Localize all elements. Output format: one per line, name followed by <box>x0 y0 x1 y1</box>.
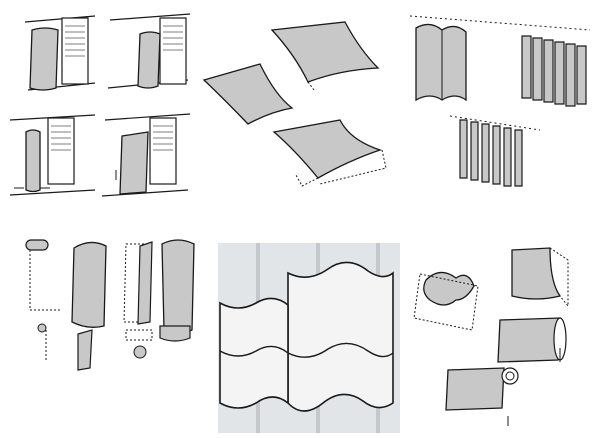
panel-facade-sheets <box>0 0 200 215</box>
rolled-elements-drawing <box>25 239 195 371</box>
pleated-curtain <box>521 35 587 107</box>
sheet <box>161 239 195 334</box>
window-blind <box>149 117 177 185</box>
wave-panel <box>219 297 289 409</box>
curved-sheet <box>511 247 562 300</box>
sheet <box>71 241 107 328</box>
panel-folding-sequence <box>400 230 600 438</box>
panel-rolled-elements <box>0 230 200 438</box>
rolled-sheet <box>25 129 41 193</box>
rolled-sheet <box>119 131 149 195</box>
roll <box>25 239 49 251</box>
sheet <box>137 241 153 325</box>
curtain <box>415 23 467 102</box>
tilted-sheets-drawing <box>202 21 387 187</box>
hanging-sheet <box>29 27 59 91</box>
rolled-panel <box>445 367 505 411</box>
facade-sheets-drawing <box>9 13 191 197</box>
panel-folded-curtains <box>400 0 600 215</box>
tilted-sheet <box>202 63 294 125</box>
sheet <box>77 329 93 371</box>
wave-panel <box>287 261 394 412</box>
window-blind <box>61 17 89 85</box>
hanging-sheet <box>137 31 161 89</box>
rolled-panel <box>497 317 561 363</box>
panel-tilted-sheets <box>200 0 400 215</box>
folded-element <box>423 271 475 306</box>
folded-curtains-drawing <box>409 15 591 187</box>
folding-sequence-drawing <box>413 247 569 426</box>
window-blind <box>159 17 187 85</box>
tilted-sheet <box>272 119 383 179</box>
panel-wave-screen-photo <box>218 243 400 433</box>
wave-screen-drawing <box>218 243 400 433</box>
narrow-pleats <box>459 119 523 187</box>
window-blind <box>47 117 75 185</box>
tilted-sheet <box>270 21 380 83</box>
